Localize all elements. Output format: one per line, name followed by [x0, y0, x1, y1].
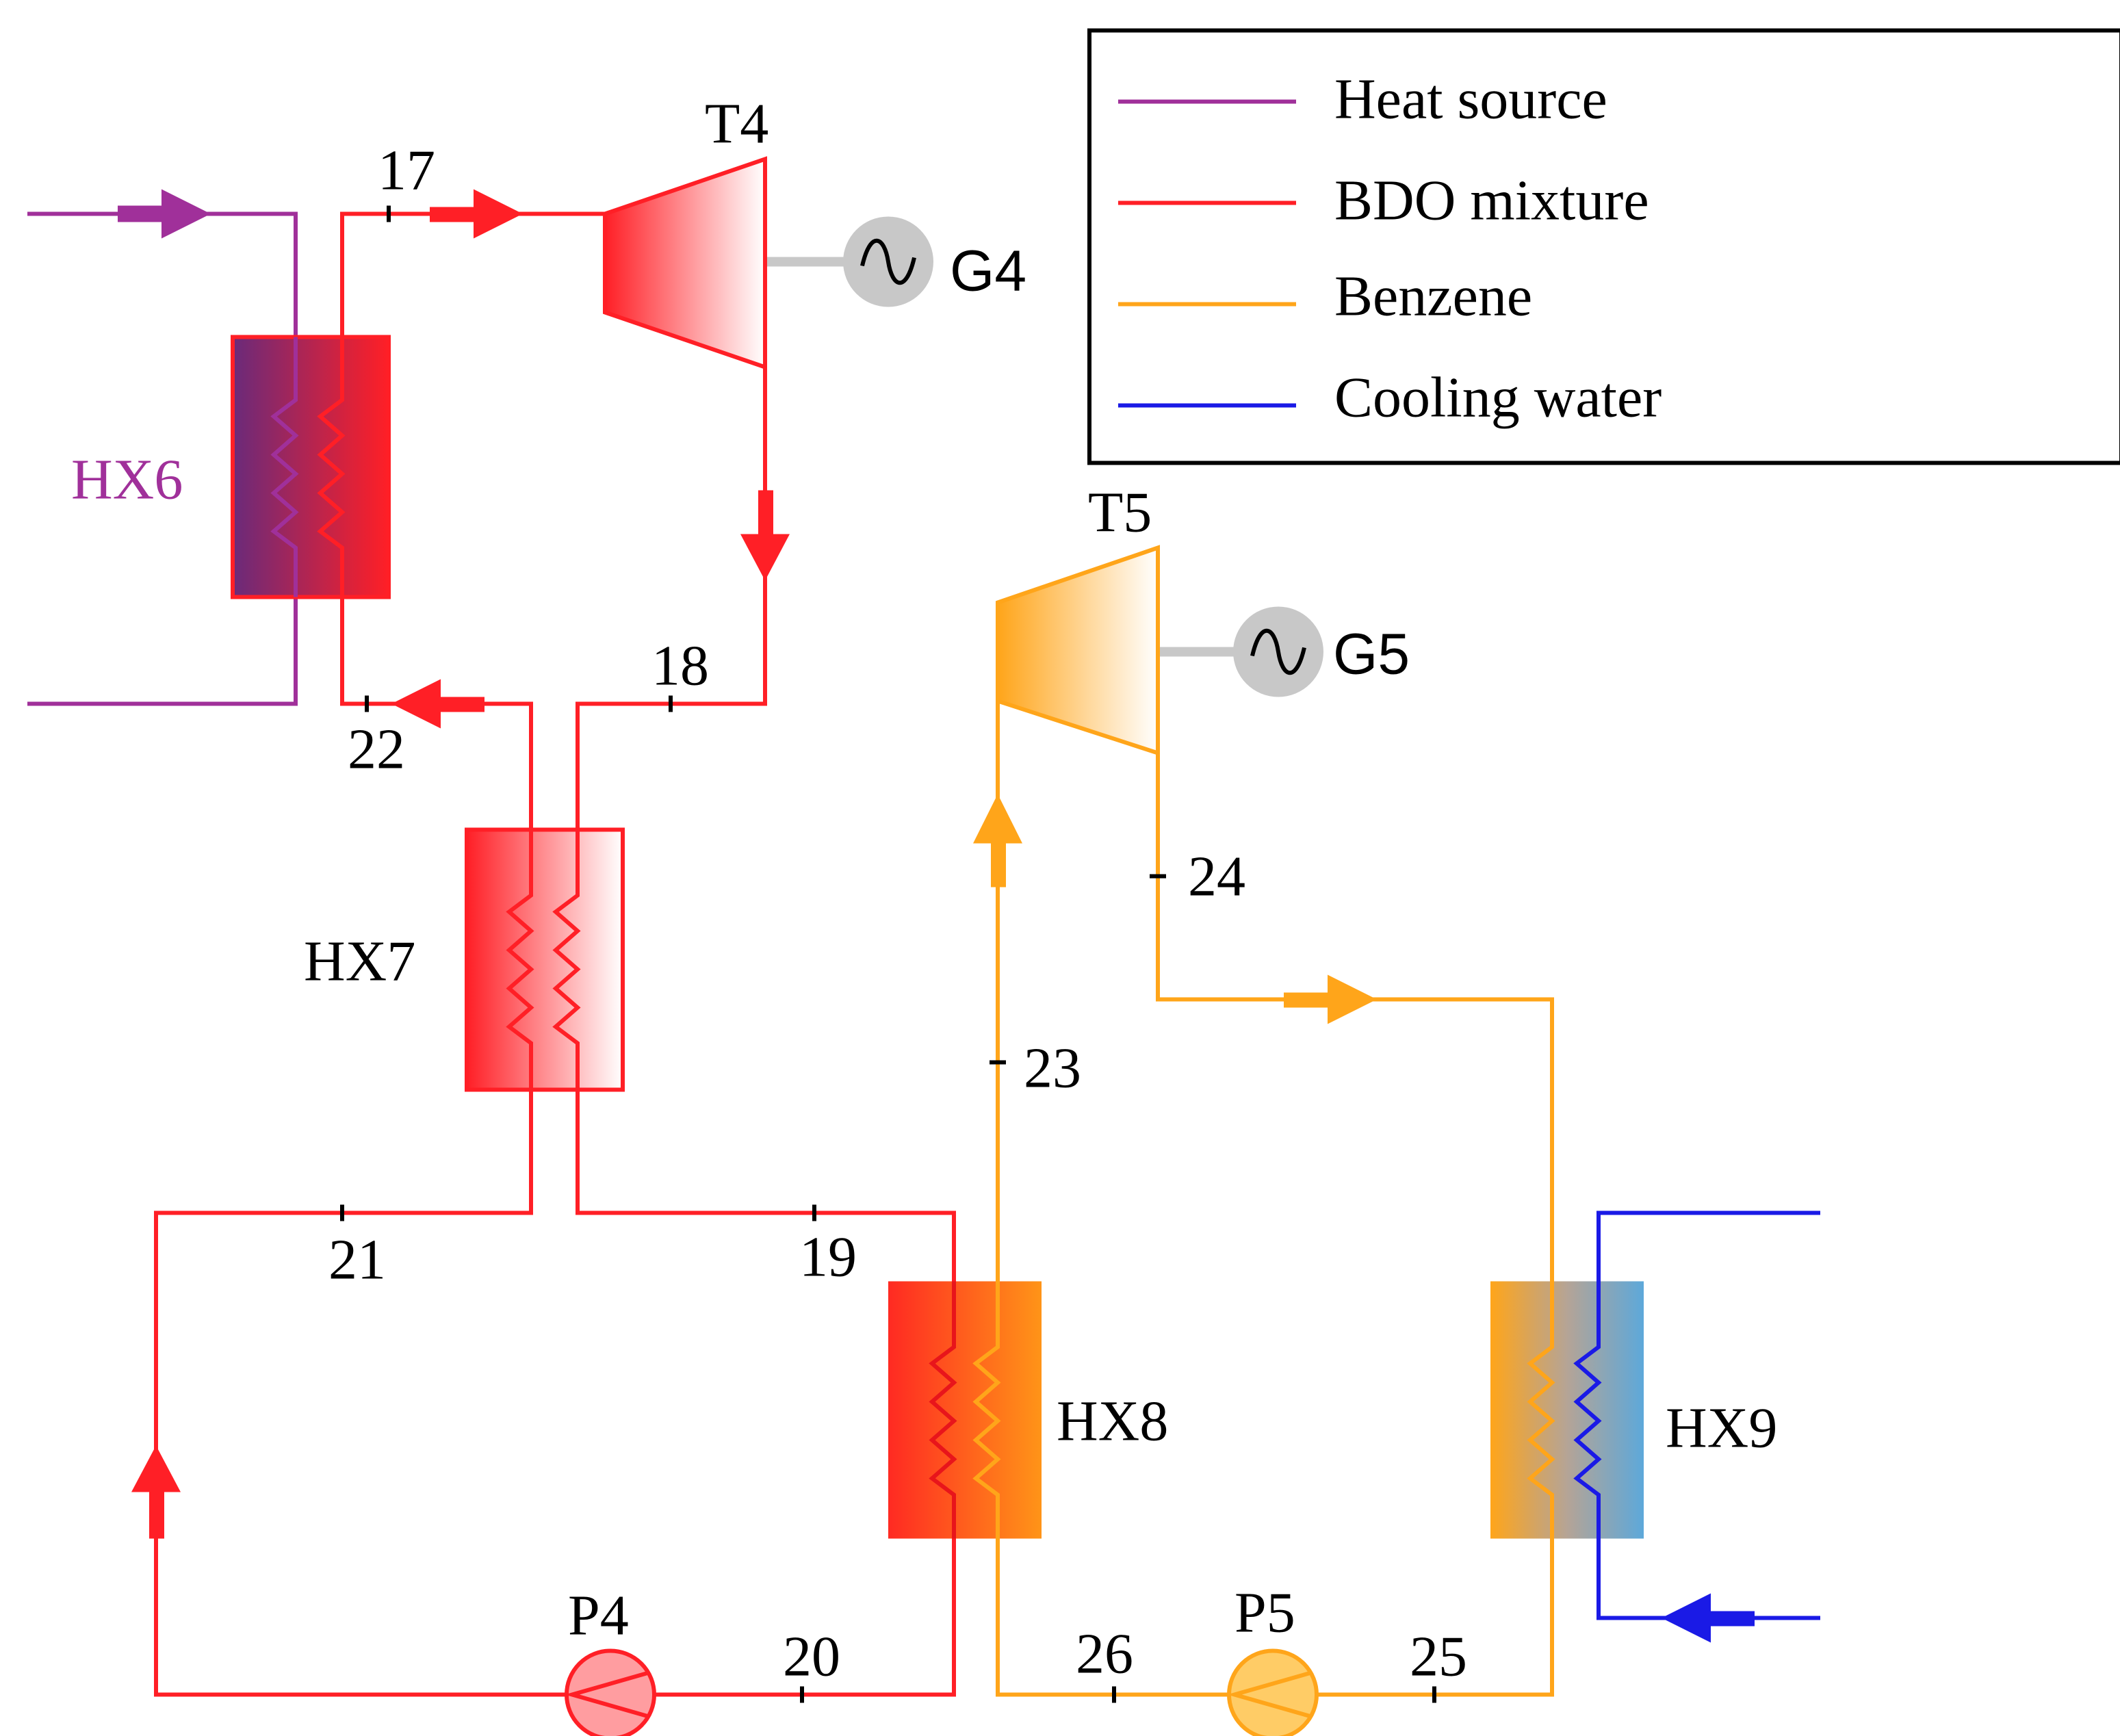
- state-labels: 17 18 19 20 21 22 23 24 25 26: [328, 139, 1467, 1689]
- arrow-24-icon: [1284, 974, 1377, 1024]
- arrow-17-icon: [430, 189, 523, 239]
- hx7-coil-hot: [552, 829, 581, 1090]
- state-18-label: 18: [651, 634, 709, 698]
- pump-p4: P4: [565, 1584, 656, 1736]
- pump-p5: P5: [1227, 1581, 1319, 1736]
- turbine-t4: T4: [603, 92, 851, 370]
- turbine-t5: T5: [996, 481, 1243, 756]
- hx8-coil-hot: [929, 1281, 957, 1539]
- hx6-coil-hot: [270, 337, 299, 597]
- hx9-coil-hot: [1527, 1281, 1555, 1539]
- legend-label-benzene: Benzene: [1334, 265, 1532, 328]
- state-26-label: 26: [1076, 1622, 1133, 1686]
- legend: Heat source BDO mixture Benzene Cooling …: [1087, 28, 2120, 465]
- hx6: HX6: [71, 335, 391, 599]
- state-23-label: 23: [1024, 1037, 1081, 1100]
- hx7: HX7: [304, 827, 625, 1092]
- arrow-22-icon: [391, 679, 484, 729]
- hx7-coil-cold: [506, 829, 534, 1090]
- state-21-label: 21: [328, 1228, 386, 1292]
- hx8-label: HX8: [1057, 1390, 1168, 1453]
- t5-label: T5: [1088, 481, 1152, 545]
- state-19-label: 19: [799, 1226, 857, 1289]
- hx7-body: [465, 827, 625, 1092]
- g4-label: G4: [950, 239, 1026, 303]
- legend-label-bdo-mixture: BDO mixture: [1334, 169, 1649, 233]
- state-22-label: 22: [348, 718, 405, 781]
- g5-label: G5: [1333, 622, 1410, 686]
- sine-wave-icon: [860, 238, 916, 285]
- hx9: HX9: [1490, 1281, 1777, 1539]
- generator-g4: G4: [843, 216, 1026, 307]
- hx8-coil-cold: [972, 1281, 1001, 1539]
- t5-body: [996, 545, 1160, 756]
- arrow-21-icon: [131, 1445, 181, 1539]
- state-20-label: 20: [783, 1625, 840, 1689]
- t4-body: [603, 156, 767, 370]
- arrow-18-icon: [740, 490, 790, 581]
- hx6-label: HX6: [71, 448, 183, 512]
- benzene-stream: [996, 701, 1554, 1697]
- state-25-label: 25: [1410, 1625, 1467, 1689]
- state-17-label: 17: [378, 139, 435, 203]
- p5-label: P5: [1234, 1581, 1295, 1645]
- state-ticks: [340, 205, 1436, 1703]
- sine-wave-icon: [1250, 628, 1306, 675]
- hx7-label: HX7: [304, 930, 415, 994]
- hx9-coil-cold: [1573, 1281, 1602, 1539]
- t4-label: T4: [705, 92, 768, 156]
- arrow-23-icon: [973, 794, 1022, 888]
- generator-g5: G5: [1233, 606, 1410, 697]
- pump-chevron-icon: [1227, 1670, 1312, 1719]
- cooling-water-arrow-icon: [1662, 1593, 1755, 1643]
- legend-label-heat-source: Heat source: [1334, 68, 1607, 131]
- hx6-coil-cold: [317, 337, 346, 597]
- hx9-body: [1490, 1281, 1644, 1539]
- p4-label: P4: [568, 1584, 629, 1648]
- hx9-label: HX9: [1666, 1397, 1777, 1460]
- heat-source-arrow-icon: [118, 189, 211, 239]
- hx8: HX8: [888, 1281, 1168, 1539]
- hx8-body: [888, 1281, 1042, 1539]
- pump-chevron-icon: [565, 1670, 649, 1719]
- state-24-label: 24: [1188, 845, 1245, 909]
- hx6-body: [231, 335, 391, 599]
- legend-label-cooling-water: Cooling water: [1334, 366, 1662, 430]
